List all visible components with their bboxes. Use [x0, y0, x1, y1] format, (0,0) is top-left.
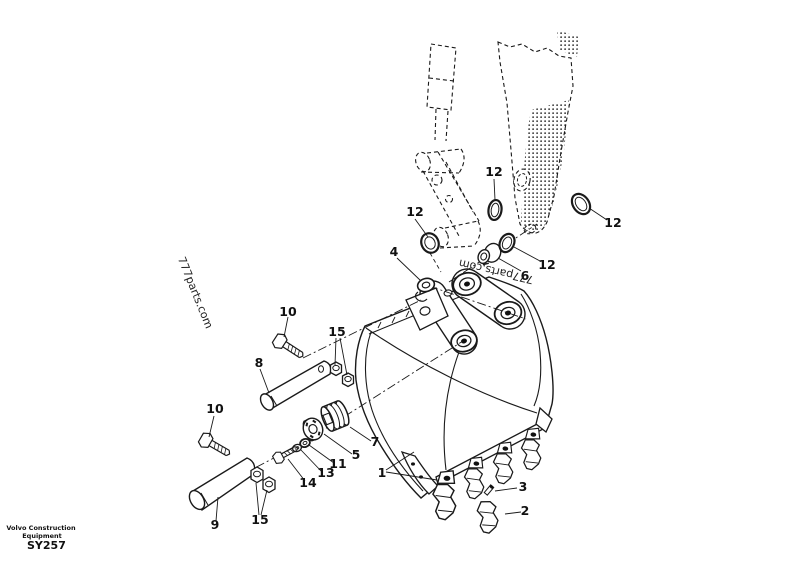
o-ring-12-right	[570, 192, 592, 216]
part-label-6: 6	[521, 268, 530, 283]
bushing-7	[320, 400, 350, 432]
part-label-13: 13	[317, 465, 334, 480]
pin-8	[259, 360, 332, 411]
part-label-15: 15	[328, 324, 345, 339]
tooth-pin-3	[483, 484, 495, 496]
bolt-10-upper	[271, 333, 304, 359]
part-label-7: 7	[371, 434, 380, 449]
part-label-12: 12	[406, 204, 423, 219]
nut-15-upper-1	[329, 361, 343, 377]
part-label-1: 1	[378, 465, 387, 480]
seal-6	[477, 242, 502, 266]
bucket-bosses	[450, 271, 523, 353]
pin-9	[188, 457, 256, 512]
part-label-5: 5	[352, 447, 361, 462]
part-label-2: 2	[521, 503, 530, 518]
part-label-10: 10	[279, 304, 297, 319]
cutting-edge	[400, 406, 553, 495]
washer-4	[416, 277, 436, 293]
o-ring-12-lower	[498, 232, 516, 254]
spare-tooth-2	[475, 500, 500, 535]
footer-brand-line2: Equipment	[22, 532, 62, 540]
leader-lines	[208, 178, 608, 522]
o-ring-12-mid	[487, 198, 503, 222]
mount-dash-line	[429, 252, 442, 273]
part-label-3: 3	[519, 479, 528, 494]
part-label-11: 11	[329, 456, 346, 471]
part-label-9: 9	[211, 517, 220, 532]
hydraulic-cylinder-dashed	[426, 43, 457, 142]
nut-15-upper-2	[341, 372, 355, 388]
part-label-10: 10	[206, 401, 224, 416]
screw-14	[271, 446, 299, 464]
retainer-clip	[414, 291, 428, 302]
footer-code: SY257	[27, 539, 66, 552]
hub-5	[302, 417, 324, 442]
part-label-4: 4	[390, 244, 399, 259]
dipper-arm-dashed	[497, 30, 579, 235]
footer-brand-line1: Volvo Construction	[6, 524, 76, 532]
o-ring-12-left	[420, 232, 440, 254]
nut-15-lower-1	[250, 466, 264, 484]
part-label-12: 12	[485, 164, 502, 179]
footer: Volvo Construction Equipment SY257	[6, 524, 76, 552]
part-label-15: 15	[251, 512, 268, 527]
part-label-14: 14	[299, 475, 317, 490]
part-labels: 12 12 12 12 4 6 10 15 8 10 7 5 11 13 14 …	[206, 164, 621, 532]
bolt-10-lower	[197, 432, 231, 457]
bucket-body	[354, 268, 554, 499]
part-label-8: 8	[255, 355, 264, 370]
nut-15-lower-2	[262, 476, 276, 494]
part-label-12: 12	[604, 215, 621, 230]
right-side-cutter	[535, 406, 553, 434]
link-dashed	[415, 148, 481, 249]
watermark-left: 777parts.com	[175, 255, 216, 331]
part-label-12: 12	[538, 257, 555, 272]
